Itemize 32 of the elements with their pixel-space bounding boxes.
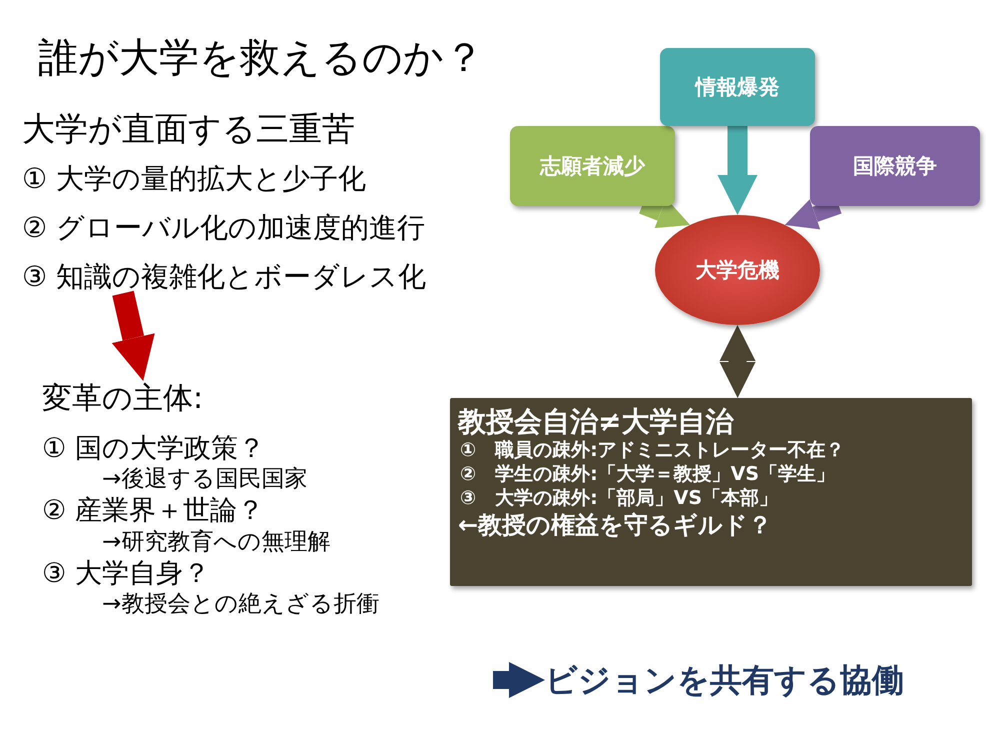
block-arrow xyxy=(718,126,758,215)
factor-box xyxy=(810,126,980,206)
slide-title: 誰が大学を救えるのか？ xyxy=(38,34,484,83)
block-arrow xyxy=(784,198,842,230)
panel-heading: 教授会自治≠大学自治 xyxy=(458,404,734,439)
panel-note: ←教授の権益を守るギルド？ xyxy=(458,510,772,540)
list-subitem: →教授会との絶えざる折衝 xyxy=(101,590,380,619)
section-heading: 大学が直面する三重苦 xyxy=(22,108,355,150)
block-arrow xyxy=(720,325,756,398)
list-subitem: →研究教育への無理解 xyxy=(101,528,330,556)
list-item: ③ 大学の疎外:「部局」VS「本部」 xyxy=(459,486,778,510)
factor-box xyxy=(510,126,675,206)
factor-box xyxy=(660,48,815,126)
list-item: ③ 大学自身？ xyxy=(42,556,210,590)
list-item: ① 大学の量的拡大と少子化 xyxy=(22,161,366,196)
crisis-ellipse xyxy=(655,215,820,325)
conclusion-text: ビジョンを共有する協働 xyxy=(545,660,904,700)
section-heading: 変革の主体: xyxy=(42,380,204,418)
node-label: 情報爆発 xyxy=(696,74,780,100)
info-panel xyxy=(450,398,972,586)
node-label: 志願者減少 xyxy=(540,152,645,180)
list-item: ② 学生の疎外:「大学＝教授」VS「学生」 xyxy=(459,462,836,486)
block-arrow xyxy=(112,290,155,381)
block-arrow xyxy=(493,662,545,698)
node-label: 国際競争 xyxy=(853,152,937,180)
list-item: ① 国の大学政策？ xyxy=(42,432,265,466)
list-item: ② 産業界＋世論？ xyxy=(42,494,264,528)
list-item: ① 職員の疎外:アドミニストレーター不在？ xyxy=(459,439,845,463)
node-label: 大学危機 xyxy=(696,256,780,284)
list-subitem: →後退する国民国家 xyxy=(101,465,308,494)
list-item: ② グローバル化の加速度的進行 xyxy=(22,210,426,246)
list-item: ③ 知識の複雑化とボーダレス化 xyxy=(22,259,426,294)
